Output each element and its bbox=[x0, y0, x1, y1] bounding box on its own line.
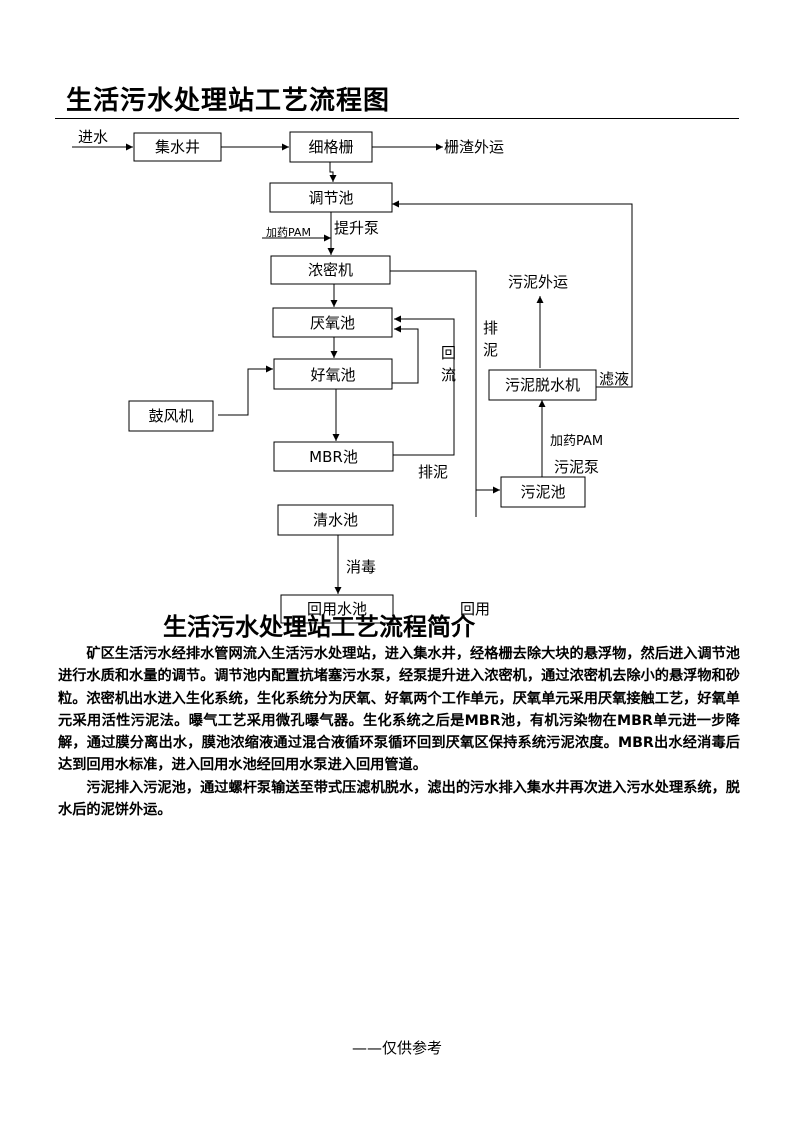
label-screenings-out: 栅渣外运 bbox=[444, 138, 504, 156]
label-dosing-pam-2: 加药PAM bbox=[550, 434, 603, 449]
label-discharge-sludge: 排泥 bbox=[418, 463, 448, 481]
node-label: 污泥脱水机 bbox=[505, 376, 580, 394]
node-blower: 鼓风机 bbox=[128, 400, 214, 432]
line-sludge-discharge bbox=[390, 270, 477, 517]
node-anoxic-tank: 厌氧池 bbox=[272, 307, 393, 338]
title-divider bbox=[55, 118, 739, 119]
label-reflux-2: 流 bbox=[441, 366, 456, 384]
arrow-mbr-reflux bbox=[393, 315, 455, 456]
label-reuse: 回用 bbox=[460, 600, 490, 618]
arrow-filtrate-return bbox=[392, 200, 633, 388]
node-label: 鼓风机 bbox=[148, 407, 193, 425]
label-sludge-pump: 污泥泵 bbox=[554, 458, 599, 476]
node-label: 细格栅 bbox=[308, 138, 353, 156]
node-equalization-tank: 调节池 bbox=[269, 182, 393, 213]
arrow-internal-reflux bbox=[392, 325, 419, 384]
node-label: 回用水池 bbox=[307, 600, 367, 618]
arrow-blower-to-aerobic bbox=[218, 365, 273, 416]
label-filtrate: 滤液 bbox=[599, 370, 629, 388]
node-aerobic-tank: 好氧池 bbox=[273, 358, 393, 390]
node-reuse-tank: 回用水池 bbox=[280, 594, 394, 624]
label-inflow: 进水 bbox=[78, 128, 108, 146]
label-disinfection: 消毒 bbox=[346, 558, 376, 576]
footer-note: ——仅供参考 bbox=[351, 1039, 442, 1057]
intro-title: 生活污水处理站工艺流程简介 bbox=[163, 613, 475, 641]
intro-body: 矿区生活污水经排水管网流入生活污水处理站，进入集水井，经格栅去除大块的悬浮物，然… bbox=[58, 643, 740, 821]
node-label: 好氧池 bbox=[310, 366, 355, 384]
node-label: 浓密机 bbox=[308, 261, 353, 279]
process-flow-diagram: 集水井 细格栅 调节池 浓密机 厌氧池 好氧池 鼓风机 MBR池 污泥脱水机 污… bbox=[72, 128, 633, 624]
node-clear-water-tank: 清水池 bbox=[277, 504, 394, 536]
label-sludge-out: 污泥外运 bbox=[508, 273, 568, 291]
label-lift-pump: 提升泵 bbox=[334, 219, 379, 237]
node-label: MBR池 bbox=[309, 448, 358, 466]
node-label: 清水池 bbox=[313, 511, 358, 529]
node-label: 集水井 bbox=[155, 138, 200, 156]
node-label: 污泥池 bbox=[520, 483, 565, 501]
intro-paragraph: 污泥排入污泥池，通过螺杆泵输送至带式压滤机脱水，滤出的污水排入集水井再次进入污水… bbox=[58, 779, 740, 819]
label-discharge-2: 泥 bbox=[483, 341, 498, 359]
intro-paragraph: 矿区生活污水经排水管网流入生活污水处理站，进入集水井，经格栅去除大块的悬浮物，然… bbox=[58, 646, 740, 774]
label-dosing-pam-1: 加药PAM bbox=[266, 226, 311, 239]
node-thickener: 浓密机 bbox=[270, 255, 391, 285]
node-sludge-dewatering: 污泥脱水机 bbox=[488, 369, 597, 401]
node-label: 调节池 bbox=[308, 189, 353, 207]
label-discharge-1: 排 bbox=[483, 319, 498, 337]
node-sludge-tank: 污泥池 bbox=[500, 476, 586, 508]
node-collection-well: 集水井 bbox=[133, 132, 222, 162]
node-label: 厌氧池 bbox=[310, 314, 355, 332]
node-mbr-tank: MBR池 bbox=[273, 441, 394, 472]
label-reflux-1: 回 bbox=[441, 344, 456, 362]
node-fine-screen: 细格栅 bbox=[289, 131, 373, 163]
arrow-screen-to-equalization bbox=[329, 162, 337, 182]
page-title: 生活污水处理站工艺流程图 bbox=[66, 86, 391, 116]
